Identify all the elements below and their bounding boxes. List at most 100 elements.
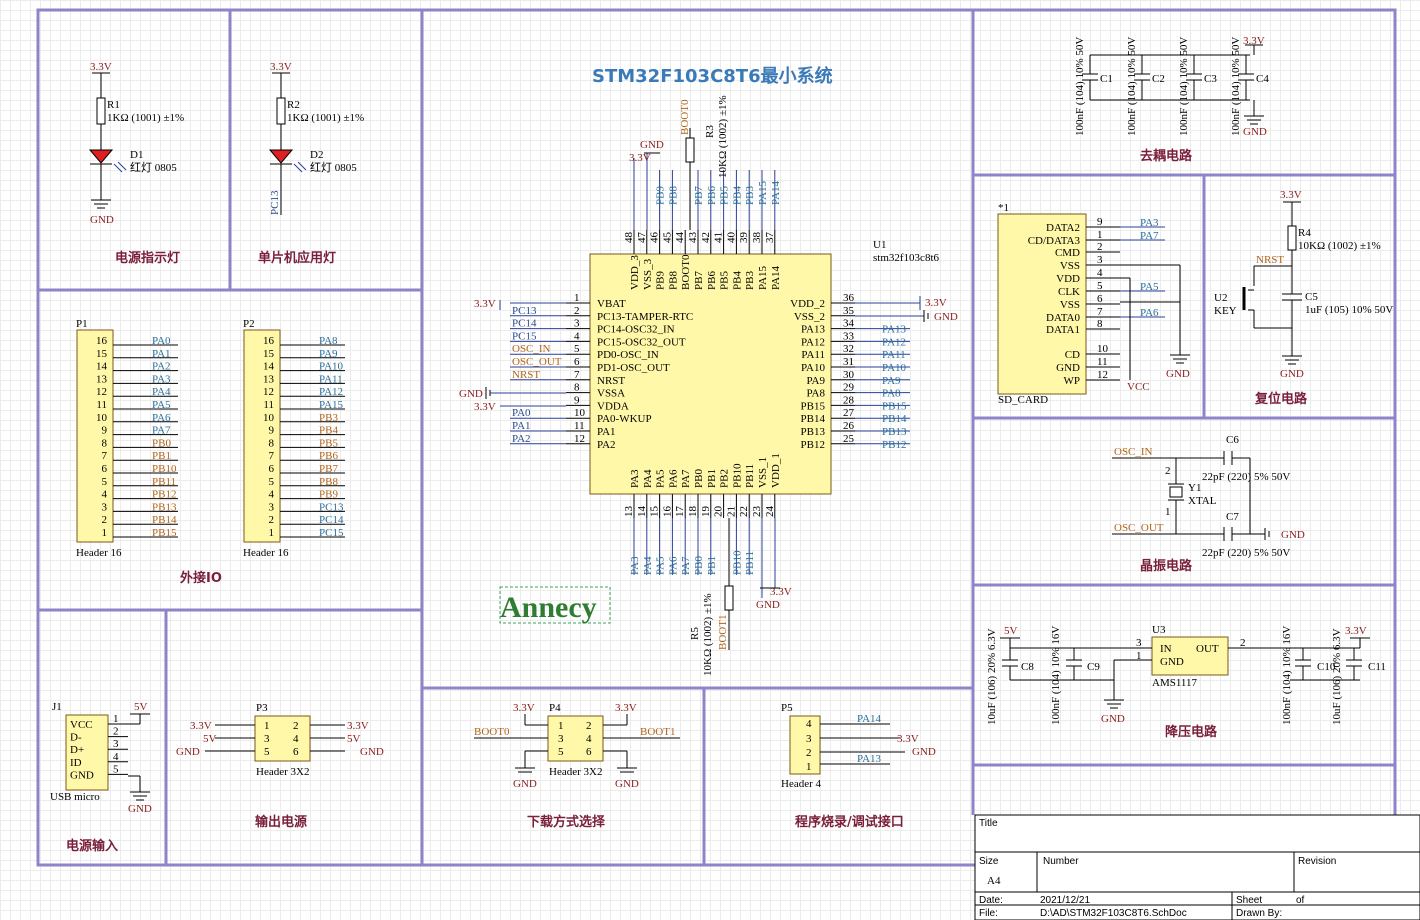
u1-pin-name: PA6 — [667, 469, 679, 488]
u1-pin-net: PB1 — [706, 556, 718, 575]
sd-pin-net: PA7 — [1140, 230, 1159, 242]
tb-size-label: Size — [979, 856, 999, 867]
u1-pin-number: 13 — [623, 506, 635, 518]
u1-pin-name: PB8 — [667, 271, 679, 290]
usb-pin-name: ID — [70, 757, 82, 769]
u1-pin-number: 46 — [649, 232, 661, 244]
header-pin-net: PC13 — [319, 501, 344, 513]
section-power-in: 电源输入 — [66, 838, 118, 854]
u1-pin-number: 10 — [574, 407, 586, 419]
tb-file-value: D:\AD\STM32F103C8T6.SchDoc — [1040, 908, 1187, 919]
net-label-3v3: 3.3V — [474, 401, 496, 413]
u1-pin-name: PA14 — [770, 265, 782, 290]
c6-ref: C6 — [1226, 434, 1239, 446]
header-pin-net: PA2 — [152, 361, 171, 373]
svg-text:4: 4 — [586, 733, 592, 745]
u1-part: stm32f103c8t6 — [873, 252, 939, 264]
sd-pin-number: 3 — [1097, 254, 1103, 266]
svg-text:1: 1 — [806, 761, 812, 773]
net-label-gnd: GND — [1281, 529, 1305, 541]
crystal-circuit: OSC_IN OSC_OUT GND 21 Y1 XTAL C6 22pF (2… — [1112, 434, 1305, 559]
header-pin-number: 10 — [263, 412, 275, 424]
xtal-ref: Y1 — [1188, 482, 1201, 494]
u1-pin-number: 30 — [843, 369, 855, 381]
p3-ref: P3 — [256, 702, 268, 714]
cap-value: 100nF (104) 10% 50V — [1178, 37, 1190, 136]
cap-value: 100nF (104) 10% 50V — [1074, 37, 1086, 136]
u1-pin-number: 44 — [674, 232, 686, 244]
sd-pin-number: 9 — [1097, 216, 1103, 228]
usb-pin-number: 3 — [113, 738, 119, 750]
u1-pin-name: PA8 — [806, 388, 825, 400]
header-pin-net: PC15 — [319, 527, 344, 539]
u1-pin-number: 38 — [751, 232, 763, 244]
svg-text:1: 1 — [1165, 506, 1171, 518]
u1-power-nets: 3.3V GND 3.3V 3.3V GND 3.3V GND 3.3V GND — [459, 139, 958, 611]
section-crystal: 晶振电路 — [1140, 558, 1193, 574]
header-pin-number: 11 — [263, 399, 274, 411]
u1-pin-net: PA13 — [882, 324, 907, 336]
u1-pin-name: PB14 — [801, 413, 826, 425]
tb-size-value: A4 — [987, 875, 1001, 887]
u1-pin-number: 7 — [574, 369, 580, 381]
header-pin-net: PB15 — [152, 527, 177, 539]
sd-pin-net: PA5 — [1140, 281, 1159, 293]
header-pin-number: 2 — [102, 514, 108, 526]
header-pin-number: 1 — [102, 527, 108, 539]
u1-pin-number: 45 — [661, 232, 673, 244]
svg-text:1: 1 — [1136, 650, 1142, 662]
c5-value: 1uF (105) 10% 50V — [1305, 304, 1393, 316]
u1-pin-number: 41 — [713, 232, 725, 243]
u1-pin-net: PB9 — [655, 186, 667, 205]
sd-part: SD_CARD — [998, 394, 1048, 406]
header-pin-net: PB8 — [319, 476, 338, 488]
section-download: 下载方式选择 — [527, 814, 606, 830]
u1-pin-number: 17 — [674, 506, 686, 518]
header-pin-number: 13 — [263, 373, 275, 385]
r5-boot1-resistor: BOOT1 R5 10KΩ (1002) ±1% — [689, 518, 734, 676]
u1-pin-number: 18 — [687, 506, 699, 518]
header-pin-number: 5 — [269, 476, 275, 488]
header-pin-net: PB1 — [152, 450, 171, 462]
net-label-pc13: PC13 — [269, 190, 281, 215]
tb-of-label: of — [1296, 895, 1305, 906]
c7-value: 22pF (220) 5% 50V — [1202, 547, 1290, 559]
u1-pin-name: PB6 — [706, 271, 718, 290]
header-pin-net: PB9 — [319, 489, 338, 501]
svg-text:1: 1 — [558, 720, 564, 732]
usb-pin-name: GND — [70, 769, 94, 781]
u1-pin-name: PA15 — [757, 265, 769, 290]
u1-pin-name: PC14-OSC32_IN — [597, 324, 675, 336]
header-pin-number: 4 — [102, 489, 108, 501]
sd-pin-name: VSS — [1060, 260, 1080, 272]
p4-header: P4 Header 3X2 135 246 3.3V 3.3V BOOT0 BO… — [474, 702, 680, 790]
title-block: Title Size A4 Number Revision Date: 2021… — [974, 814, 1420, 920]
u1-pin-number: 26 — [843, 420, 855, 432]
header-pin-net: PC14 — [319, 514, 344, 526]
u1-pin-name: PD0-OSC_IN — [597, 349, 659, 361]
cap-value: 100nF (104) 10% 50V — [1230, 37, 1242, 136]
header-pin-net: PA8 — [319, 335, 338, 347]
u1-pin-net: PA14 — [770, 180, 782, 205]
header-pin-number: 10 — [96, 412, 108, 424]
sd-pin-number: 12 — [1097, 369, 1108, 381]
u1-pin-number: 11 — [574, 420, 585, 432]
p1-part: Header 16 — [76, 547, 122, 559]
u1-bottom-pins: PA313PA3PA414PA4PA515PA5PA616PA6PA717PA7… — [623, 453, 782, 598]
logo-text: Annecy — [500, 591, 597, 624]
c10-value: 100nF (104) 10% 16V — [1281, 626, 1293, 725]
usb-pin-number: 4 — [113, 751, 119, 763]
r2-ref: R2 — [287, 99, 300, 111]
net-label-3v3: 3.3V — [270, 61, 292, 73]
u1-pin-name: PB13 — [801, 426, 826, 438]
u1-pin-name: PC13-TAMPER-RTC — [597, 311, 693, 323]
u1-pin-name: PB15 — [801, 400, 826, 412]
sd-nets: GND VCC — [1120, 264, 1190, 393]
u1-pin-net: PA5 — [655, 556, 667, 575]
header-pin-number: 8 — [102, 437, 108, 449]
p4-ref: P4 — [549, 702, 561, 714]
u1-pin-name: PD1-OSC_OUT — [597, 362, 670, 374]
net-label-gnd: GND — [1101, 713, 1125, 725]
sd-pin-name: CD — [1065, 349, 1080, 361]
